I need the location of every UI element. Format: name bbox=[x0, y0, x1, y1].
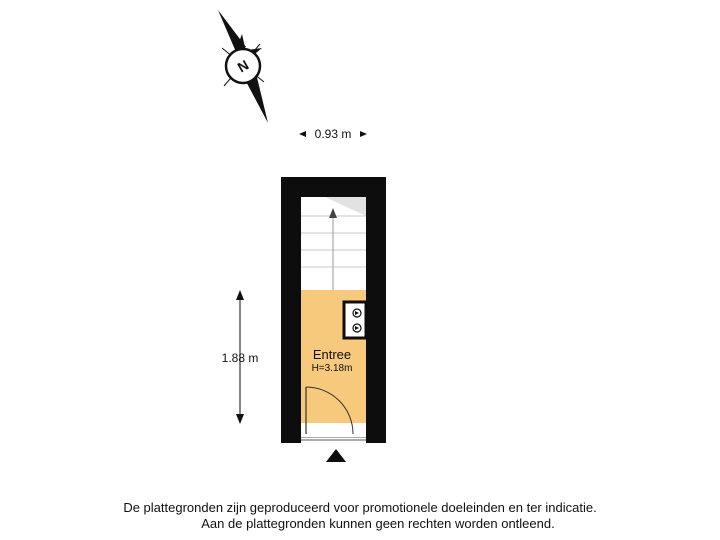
staircase bbox=[301, 197, 366, 290]
room-floor-entry-strip bbox=[301, 423, 366, 437]
compass-needle-south-tail bbox=[218, 10, 246, 52]
meter-cupboard-icon bbox=[342, 300, 368, 340]
length-label: 1.88 m bbox=[222, 351, 259, 365]
meter-cupboard-box bbox=[342, 300, 368, 340]
length-arrow-bottom bbox=[236, 414, 244, 424]
length-dimension: 1.88 m bbox=[222, 290, 259, 424]
room-name: Entree bbox=[313, 347, 351, 362]
disclaimer-line-2: Aan de plattegronden kunnen geen rechten… bbox=[201, 516, 555, 531]
floorplan: N 0.93 m 1.88 m bbox=[218, 10, 386, 462]
wall-right bbox=[366, 177, 386, 443]
width-dimension: 0.93 m bbox=[299, 127, 367, 141]
room-height: H=3.18m bbox=[312, 363, 353, 374]
width-arrow-right bbox=[360, 131, 367, 137]
door-arc bbox=[305, 386, 354, 435]
walls bbox=[281, 177, 386, 443]
compass-ring bbox=[224, 47, 262, 85]
stair-shadow bbox=[325, 197, 366, 216]
length-arrow-top bbox=[236, 290, 244, 300]
stair-direction-arrow bbox=[329, 208, 337, 218]
disclaimer-line-1: De plattegronden zijn geproduceerd voor … bbox=[123, 500, 597, 515]
compass-icon: N bbox=[218, 10, 268, 123]
door-swing-icon bbox=[305, 386, 354, 435]
entrance-arrow-icon bbox=[326, 449, 346, 462]
wall-top bbox=[281, 177, 386, 197]
width-label: 0.93 m bbox=[315, 127, 352, 141]
width-arrow-left bbox=[299, 131, 306, 137]
wall-left bbox=[281, 177, 301, 443]
